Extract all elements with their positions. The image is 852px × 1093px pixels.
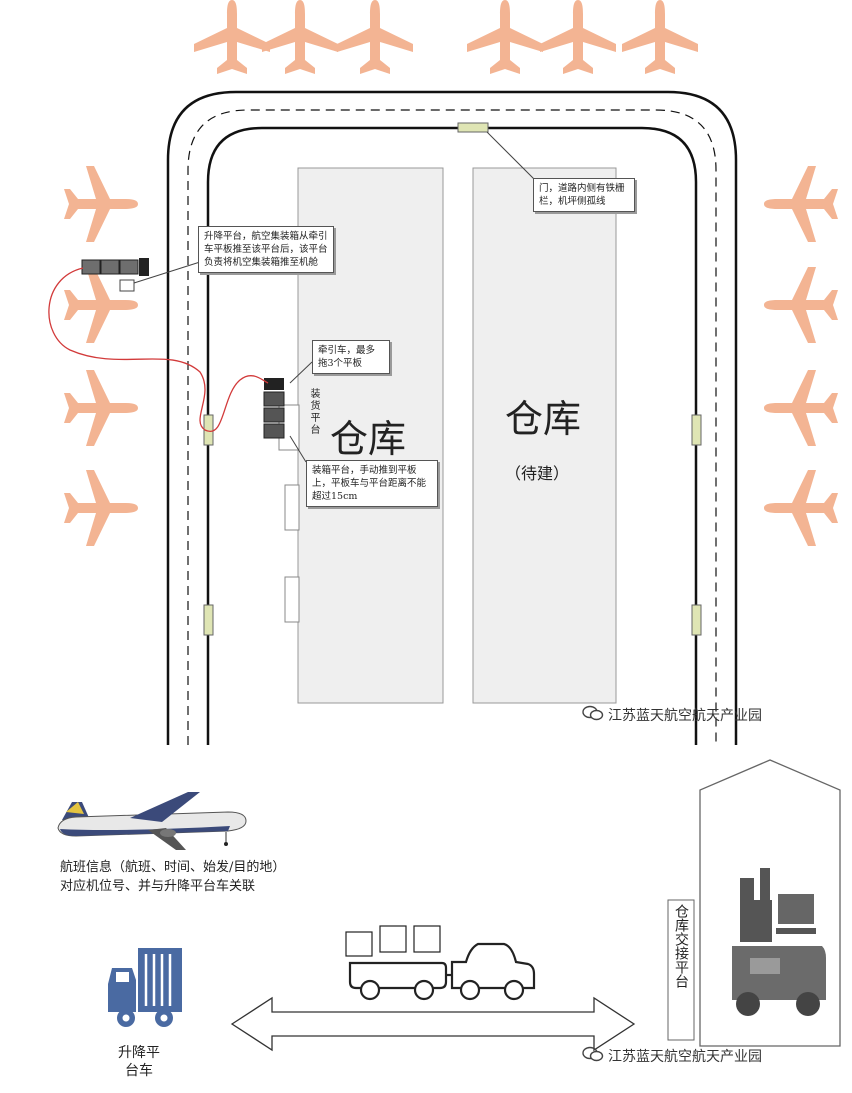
warehouse-right-status: （待建） [505, 464, 570, 483]
callout-tractor: 牵引车，最多拖3个平板 [312, 340, 390, 374]
flight-info-line2: 对应机位号、并与升降平台车关联 [60, 879, 256, 894]
transfer-arrow [230, 996, 636, 1052]
callout-lift-platform: 升降平台，航空集装箱从牵引车平板推至该平台后，该平台负责将机空集装箱推至机舱 [198, 226, 334, 273]
tractor-train-vertical [263, 378, 285, 439]
pickup-truck-icon [345, 925, 536, 1001]
gate-top [457, 122, 489, 133]
gate-right-1 [691, 414, 702, 446]
callout-gate: 门，道路内侧有铁栅栏，机坪侧孤线 [533, 178, 635, 212]
cargo-airplane-icon [57, 792, 247, 850]
gate-left-2 [203, 604, 214, 636]
callout-loading-platform: 装箱平台，手动推到平板上，平板车与平台距离不能超过15cm [306, 460, 438, 507]
parked-planes-top [194, 0, 698, 74]
lift-truck-label-line1: 升降平 [118, 1045, 160, 1061]
flight-info: 航班信息（航班、时间、始发/目的地） 对应机位号、并与升降平台车关联 [60, 858, 285, 896]
warehouse-left-label: 仓库 [330, 417, 407, 461]
parked-planes-left [64, 166, 138, 546]
lift-truck-label: 升降平 台车 [118, 1044, 160, 1080]
wechat-icon [582, 1046, 604, 1066]
wechat-icon [582, 705, 604, 725]
handover-platform-label: 仓库交接平台 [673, 904, 689, 988]
watermark-text: 江苏蓝天航空航天产业园 [608, 1049, 762, 1065]
lift-platform-train [81, 258, 149, 292]
handover-platform [667, 899, 695, 1041]
lift-truck-icon [108, 948, 182, 1027]
watermark-top: 江苏蓝天航空航天产业园 [582, 705, 762, 725]
callout-leaders [133, 131, 536, 463]
parked-planes-right [764, 166, 838, 546]
warehouse-right-label: 仓库 [505, 397, 582, 441]
flight-info-line1: 航班信息（航班、时间、始发/目的地） [60, 860, 286, 875]
perimeter-road [166, 90, 738, 745]
gate-right-2 [691, 604, 702, 636]
warehouse-right [472, 167, 617, 704]
dock-2 [284, 484, 300, 531]
dock-3 [284, 576, 300, 623]
watermark-bottom: 江苏蓝天航空航天产业园 [582, 1046, 762, 1066]
power-cable [48, 267, 269, 433]
handover-building [667, 759, 841, 1047]
loading-platform-label: 装货平台 [308, 388, 319, 436]
watermark-text: 江苏蓝天航空航天产业园 [608, 708, 762, 724]
lift-truck-label-line2: 台车 [125, 1063, 153, 1079]
